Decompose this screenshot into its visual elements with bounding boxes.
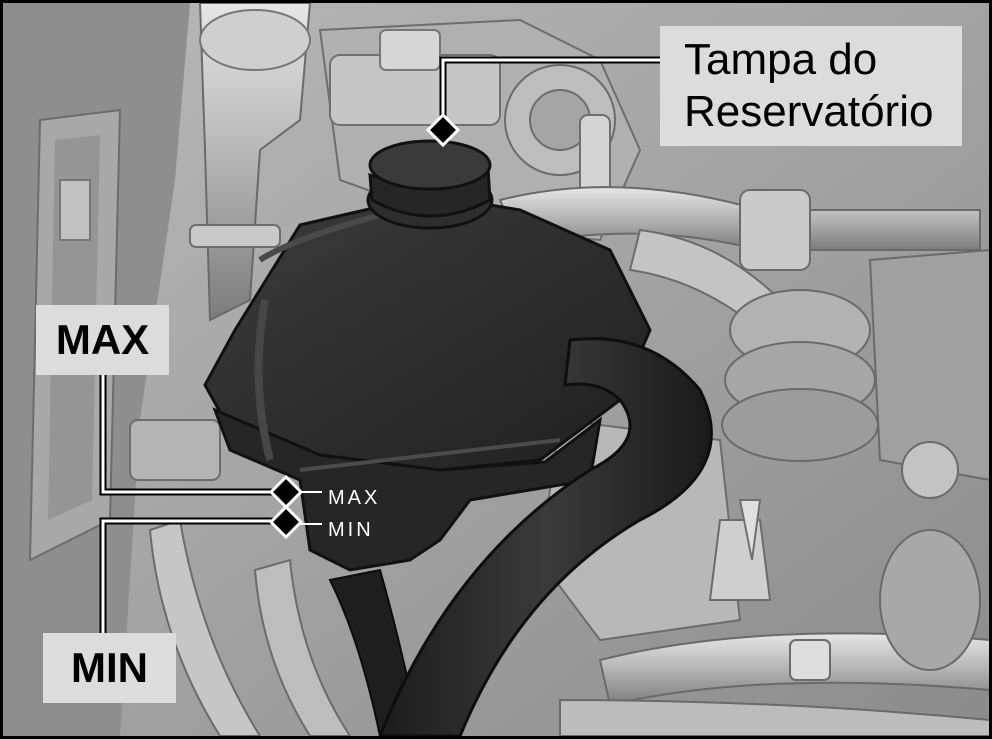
tank-min-mark-text: MIN: [328, 519, 374, 541]
max-level-label-text: MAX: [55, 316, 150, 363]
min-marker-diamond: [268, 504, 304, 540]
max-level-label: MAX: [36, 305, 169, 375]
coolant-reservoir: [203, 193, 652, 737]
min-level-label: MIN: [43, 633, 176, 703]
cap-marker-diamond: [425, 112, 461, 148]
min-level-label-text: MIN: [71, 644, 148, 691]
reservoir-cap: [366, 139, 494, 230]
reservoir-cap-label-line1: Tampa do: [684, 35, 878, 84]
coolant-hose: [377, 337, 713, 738]
reservoir-cap-label-line2: Reservatório: [684, 87, 934, 136]
tank-max-mark-text: MAX: [328, 487, 381, 509]
reservoir-cap-label: Tampa do Reservatório: [660, 26, 962, 146]
